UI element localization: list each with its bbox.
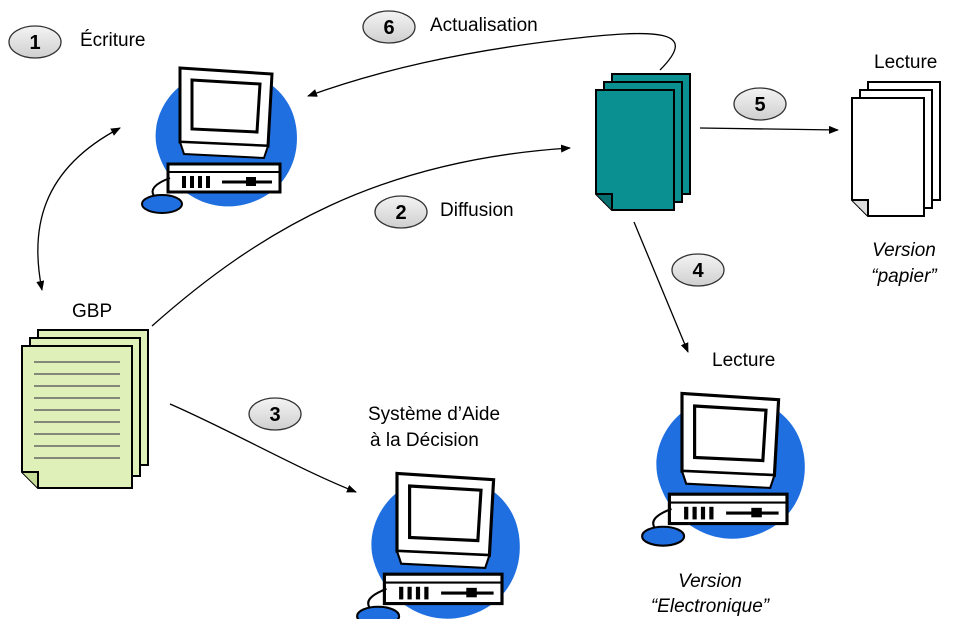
step-6-label: Actualisation — [430, 15, 538, 36]
step-3-number: 3 — [269, 404, 280, 426]
paper-read-connector — [699, 125, 839, 134]
gbp-label: GBP — [72, 301, 113, 322]
diffusion-connector — [151, 144, 571, 327]
electronic-read-label: Lecture — [712, 350, 776, 371]
step-6-badge: 6 — [362, 10, 416, 44]
step-3-badge: 3 — [248, 397, 302, 431]
paper-version-line1: Version — [872, 240, 936, 261]
step-2-label: Diffusion — [440, 200, 514, 221]
electronic-read-connector — [633, 221, 689, 353]
decision-system-computer-icon — [355, 471, 522, 619]
step-6-number: 6 — [383, 17, 394, 39]
decision-connector — [169, 403, 357, 493]
decision-system-line1: Système d’Aide — [368, 404, 501, 425]
paper-document-stack-icon — [851, 81, 941, 217]
step-1-number: 1 — [29, 32, 40, 54]
step-1-label: Écriture — [80, 30, 146, 51]
decision-system-line2: à la Décision — [370, 430, 479, 451]
step-4-number: 4 — [692, 260, 704, 282]
published-document-stack-icon — [595, 73, 691, 211]
step-1-badge: 1 — [8, 25, 62, 59]
step-5-number: 5 — [754, 94, 765, 116]
paper-read-label: Lecture — [874, 52, 938, 73]
decision-system-label: Système d’Aide à la Décision — [368, 402, 500, 454]
step-4-badge: 4 — [671, 253, 725, 287]
paper-version-label: Version “papier” — [848, 238, 955, 290]
update-connector — [307, 32, 676, 97]
electronic-version-line2: “Electronique” — [650, 596, 770, 617]
write-connector — [36, 127, 121, 291]
electronic-version-label: Version “Electronique” — [630, 569, 790, 619]
gbp-document-stack-icon — [21, 329, 149, 489]
step-2-badge: 2 — [374, 195, 428, 229]
electronic-reader-computer-icon — [640, 391, 807, 548]
step-2-number: 2 — [395, 202, 406, 224]
writer-computer-icon — [140, 66, 299, 215]
electronic-version-line1: Version — [678, 571, 742, 592]
paper-version-line2: “papier” — [871, 266, 937, 287]
step-5-badge: 5 — [733, 87, 787, 121]
